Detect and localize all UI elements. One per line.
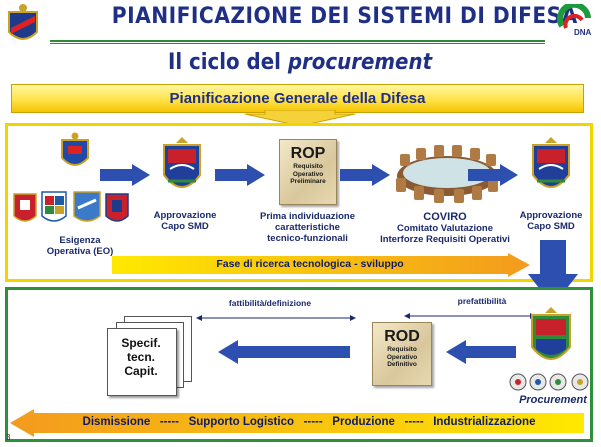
- approval-1-line2: Capo SMD: [161, 221, 209, 232]
- rod-subtitle: Requisito Operativo Definitivo: [386, 346, 418, 368]
- rop-title: ROP: [290, 145, 326, 162]
- coviro-desc-line1: Comitato Valutazione: [396, 223, 494, 234]
- dna-logo: [556, 1, 596, 38]
- spec-line2: tecn.: [126, 350, 155, 364]
- planning-banner: Pianificazione Generale della Difesa: [11, 84, 584, 113]
- feasibility-label: fattibilità/definizione: [228, 298, 312, 308]
- spec-line3: Capit.: [124, 364, 158, 378]
- page-number: 3: [6, 433, 11, 442]
- feasibility-line: [196, 309, 356, 327]
- subtitle-emphasis: procurement: [287, 50, 433, 75]
- rop-desc-line1: Prima individuazione: [259, 211, 356, 222]
- spec-paper-text: Specif. tecn. Capit.: [107, 336, 175, 378]
- eo-main-emblem: [60, 132, 90, 177]
- arrow-rod-to-specs: [218, 340, 350, 369]
- approval-2-label: Approvazione Capo SMD: [508, 210, 594, 232]
- rop-desc-line2: caratteristiche: [275, 222, 340, 233]
- armed-forces-emblems: [12, 188, 132, 237]
- research-phase-label: Fase di ricerca tecnologica - sviluppo: [216, 258, 404, 270]
- header-rule: [50, 40, 545, 42]
- spec-line1: Specif.: [121, 336, 161, 350]
- approval-1-line1: Approvazione: [153, 210, 217, 221]
- approval-2-line2: Capo SMD: [527, 221, 575, 232]
- arrow-rop-to-coviro: [340, 164, 390, 191]
- coviro-desc-line2: Interforze Requisiti Operativi: [380, 234, 510, 245]
- arrow-coviro-to-approval: [468, 164, 518, 191]
- smd-emblem-1: [158, 135, 206, 208]
- dna-logo-text: DNA: [574, 28, 592, 37]
- rop-subtitle: Requisito Operativo Preliminare: [290, 163, 326, 185]
- eo-label: Esigenza Operativa (EO): [30, 235, 130, 257]
- procurement-label: Procurement: [519, 394, 587, 406]
- arrow-approval-to-rop: [215, 164, 265, 191]
- research-phase-arrow: [112, 253, 530, 282]
- eo-label-line1: Esigenza: [59, 235, 101, 246]
- coviro-meeting-table: [392, 142, 502, 209]
- approval-2-line1: Approvazione: [519, 210, 583, 221]
- rop-description: Prima individuazione caratteristiche tec…: [245, 211, 370, 244]
- lifecycle-phases-arrow: [10, 409, 584, 442]
- eo-label-line2: Operativa (EO): [46, 246, 114, 257]
- rop-document: ROP Requisito Operativo Preliminare: [279, 139, 337, 205]
- lifecycle-phases-label: Dismissione ----- Supporto Logistico ---…: [82, 416, 536, 428]
- emblem-logo: [5, 2, 41, 48]
- rod-document: ROD Requisito Operativo Definitivo: [372, 322, 432, 386]
- prefeasibility-label: prefattibilità: [457, 296, 507, 306]
- smd-emblem-2: [527, 135, 575, 208]
- banner-down-arrow: [244, 109, 356, 131]
- arrow-eo-to-approval: [100, 164, 150, 191]
- rod-title: ROD: [384, 328, 420, 345]
- approval-1-label: Approvazione Capo SMD: [140, 210, 230, 232]
- procurement-small-emblems: [508, 372, 594, 397]
- procurement-emblem: [526, 305, 576, 378]
- header-rule-thin: [50, 43, 545, 44]
- spec-paper-front: [107, 328, 177, 396]
- rop-desc-line3: tecnico-funzionali: [267, 233, 348, 244]
- coviro-label: COVIRO Comitato Valutazione Interforze R…: [365, 211, 525, 246]
- arrow-procurement-to-rod: [446, 340, 516, 369]
- subtitle-prefix: Il ciclo del: [167, 50, 281, 75]
- page-title: PIANIFICAZIONE DEI SISTEMI DI DIFESA: [111, 4, 578, 29]
- subtitle: Il ciclo del procurement: [138, 50, 462, 75]
- coviro-title: COVIRO: [423, 211, 467, 223]
